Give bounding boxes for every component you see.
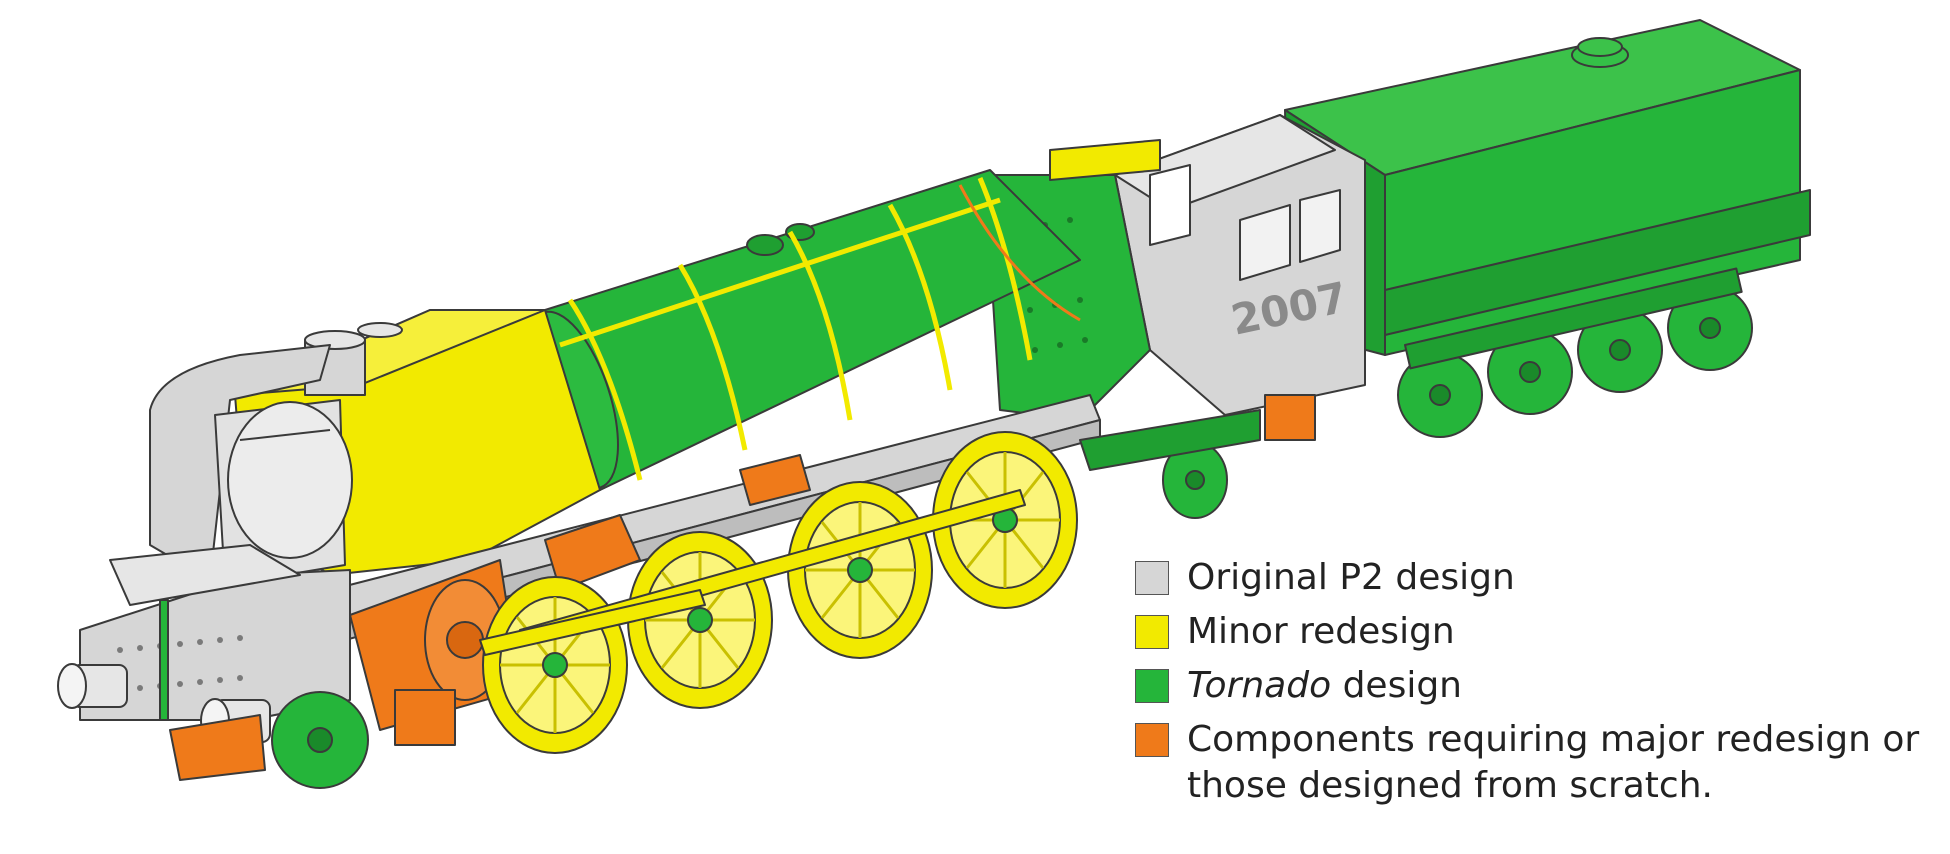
legend: Original P2 design Minor redesign Tornad… bbox=[1135, 555, 1935, 817]
legend-swatch-major bbox=[1135, 723, 1169, 757]
legend-label-minor: Minor redesign bbox=[1187, 611, 1455, 652]
legend-label-major-line1: Components requiring major redesign or bbox=[1187, 719, 1920, 760]
legend-item-minor: Minor redesign bbox=[1135, 609, 1935, 655]
legend-item-major: Components requiring major redesign or th… bbox=[1135, 717, 1935, 809]
smoke-deflector bbox=[149, 344, 353, 586]
cab: 2007 bbox=[1114, 114, 1366, 441]
legend-label-original: Original P2 design bbox=[1187, 557, 1515, 598]
legend-item-tornado: Tornado design bbox=[1135, 663, 1935, 709]
pony-wheel bbox=[271, 691, 369, 789]
legend-item-original: Original P2 design bbox=[1135, 555, 1935, 601]
legend-label-tornado-rest: design bbox=[1331, 665, 1462, 706]
legend-label-major: Components requiring major redesign or th… bbox=[1187, 717, 1919, 809]
legend-swatch-original bbox=[1135, 561, 1169, 595]
buffer-beam bbox=[57, 544, 351, 781]
legend-label-tornado: Tornado design bbox=[1187, 663, 1462, 709]
legend-swatch-minor bbox=[1135, 615, 1169, 649]
legend-swatch-tornado bbox=[1135, 669, 1169, 703]
legend-label-major-line2: those designed from scratch. bbox=[1187, 765, 1713, 806]
legend-label-tornado-name: Tornado bbox=[1187, 665, 1332, 706]
trailing-truck bbox=[1079, 409, 1261, 519]
driving-wheels bbox=[479, 431, 1078, 754]
